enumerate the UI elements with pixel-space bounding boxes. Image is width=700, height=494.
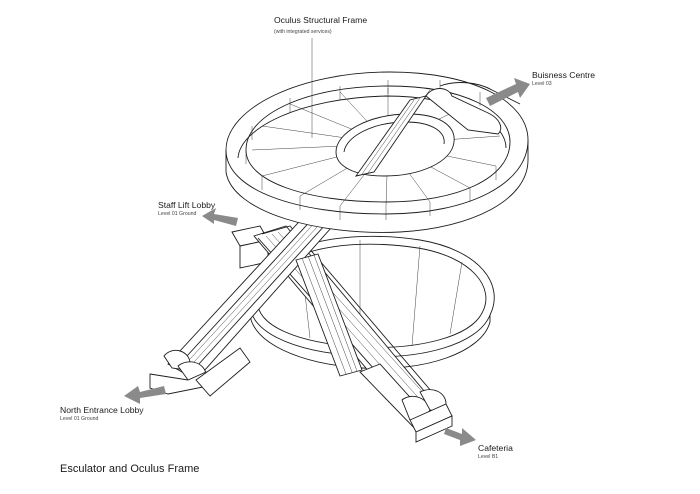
label-staff-title: Staff Lift Lobby (158, 200, 216, 210)
label-oculus: Oculus Structural Frame (with integrated… (274, 15, 367, 35)
label-oculus-title: Oculus Structural Frame (274, 15, 367, 25)
label-business-subtitle: Level 03 (532, 81, 552, 87)
arrow-staff-lobby (202, 208, 238, 226)
upper-oculus-ring (225, 71, 529, 233)
arrow-business-centre (486, 78, 530, 106)
label-oculus-subtitle: (with integrated services) (274, 29, 332, 35)
label-north-subtitle: Level 01 Ground (60, 416, 98, 422)
label-cafeteria-title: Cafeteria (478, 443, 513, 453)
label-business: Buisness Centre Level 03 (532, 70, 595, 87)
arrow-north-entrance (124, 386, 166, 404)
arrow-cafeteria (444, 428, 476, 446)
label-north: North Entrance Lobby Level 01 Ground (60, 405, 144, 422)
label-business-title: Buisness Centre (532, 70, 595, 80)
escalator-crossing (295, 253, 363, 377)
label-staff-subtitle: Level 01 Ground (158, 211, 196, 217)
label-north-title: North Entrance Lobby (60, 405, 144, 415)
figure-caption: Esculator and Oculus Frame (60, 463, 199, 475)
label-staff: Staff Lift Lobby Level 01 Ground (158, 200, 216, 217)
label-cafeteria: Cafeteria Level B1 (478, 443, 513, 460)
label-cafeteria-subtitle: Level B1 (478, 454, 498, 460)
staff-landing-block (231, 225, 269, 269)
